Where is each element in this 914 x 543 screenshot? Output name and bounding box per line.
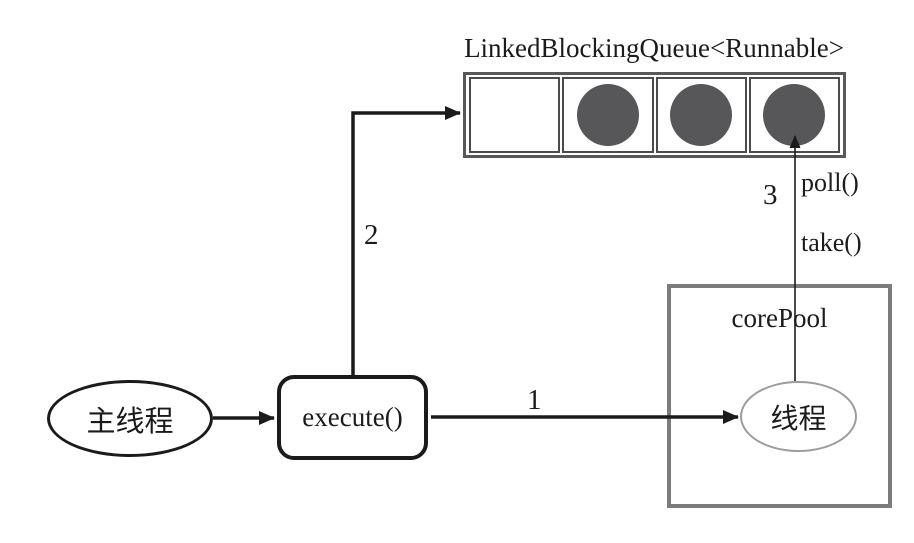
queue-cell <box>655 77 747 153</box>
task-circle-icon <box>763 84 826 146</box>
core-pool-box: corePool <box>667 284 892 508</box>
edge-label-step3: 3 <box>763 179 778 211</box>
main-thread-node: 主线程 <box>47 380 213 457</box>
task-circle-icon <box>576 84 639 146</box>
queue-cell <box>469 77 561 153</box>
main-thread-label: 主线程 <box>86 405 174 438</box>
task-circle-icon <box>670 84 733 146</box>
edge-label-step1: 1 <box>527 384 542 416</box>
queue-cell <box>562 77 654 153</box>
worker-thread-label: 线程 <box>770 403 827 435</box>
queue-cell <box>748 77 840 153</box>
queue-title: LinkedBlockingQueue<Runnable> <box>464 33 844 63</box>
core-pool-label: corePool <box>731 303 828 333</box>
worker-thread-node: 线程 <box>740 381 857 452</box>
poll-label: poll() <box>801 168 859 197</box>
edge-label-step2: 2 <box>364 219 379 251</box>
queue-box <box>463 72 846 158</box>
take-label: take() <box>801 228 862 257</box>
execute-node: execute() <box>277 375 428 460</box>
execute-label: execute() <box>302 402 403 432</box>
